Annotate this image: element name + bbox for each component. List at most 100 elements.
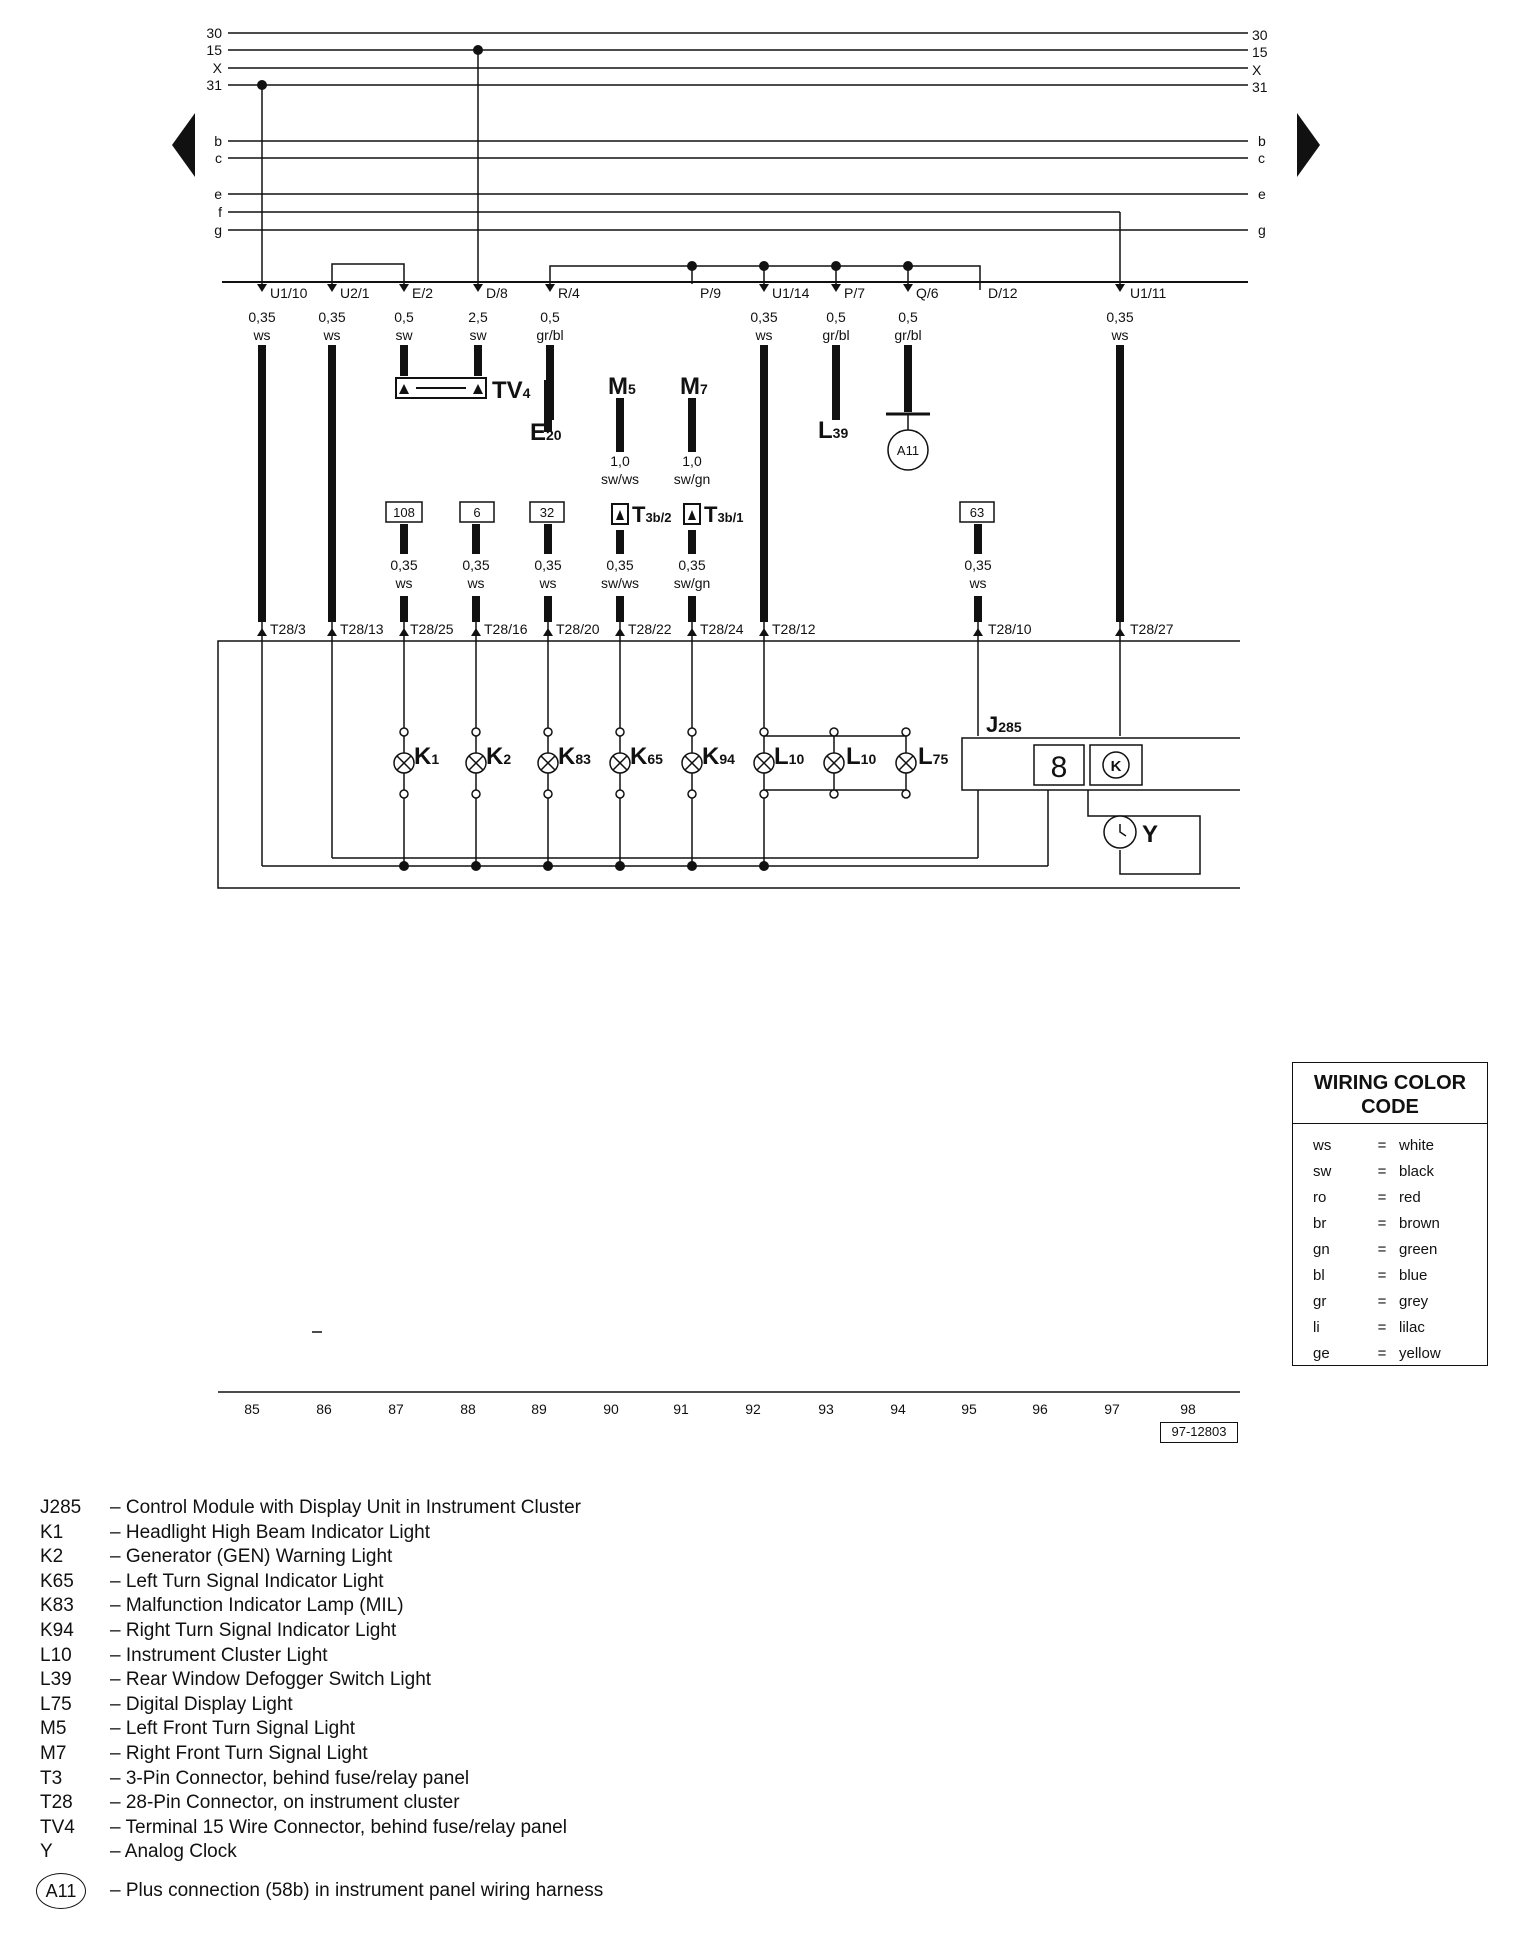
legend-row: T3– 3-Pin Connector, behind fuse/relay p…: [40, 1767, 603, 1792]
scale-number: 95: [961, 1401, 977, 1417]
wire-color: ws: [754, 327, 772, 343]
bus-labels-right: 30 15 X 31 b c e g: [1252, 27, 1268, 238]
legend-row: J285– Control Module with Display Unit i…: [40, 1496, 603, 1521]
scale-number: 89: [531, 1401, 547, 1417]
pin-arrow: [471, 628, 481, 636]
junction-dot: [687, 261, 697, 271]
m7-wire-color: sw/gn: [674, 471, 711, 487]
scale-number: 90: [603, 1401, 619, 1417]
legend-description: – Left Front Turn Signal Light: [110, 1718, 356, 1740]
legend-code: K65: [40, 1570, 74, 1592]
color-code-code: li: [1313, 1318, 1320, 1336]
lamp-terminal: [829, 727, 839, 737]
legend-code: K1: [40, 1521, 64, 1543]
wire-size: 0,35: [318, 309, 345, 325]
color-code-row: gr=grey: [1293, 1288, 1487, 1314]
component-legend: J285– Control Module with Display Unit i…: [36, 1496, 604, 1909]
figure-reference-number: 97-12803: [1160, 1422, 1238, 1443]
pin-t28-3: T28/3: [270, 621, 306, 637]
color-code-name: white: [1399, 1136, 1435, 1154]
color-code-row: sw=black: [1293, 1158, 1487, 1184]
wire-color: ws: [322, 327, 340, 343]
lamp-labels: K1 K2 K83 K65 K94 L10 L10 L75 J285 8 K Y: [414, 712, 1158, 848]
legend-code: M7: [40, 1742, 67, 1764]
bus-label-15-right: 15: [1252, 44, 1268, 60]
scale-labels: 85 86 87 88 89 90 91 92 93 94 95 96 97 9…: [244, 1401, 1196, 1417]
color-code-eq: =: [1377, 1214, 1387, 1232]
color-code-code: gr: [1313, 1292, 1327, 1310]
legend-code: K83: [40, 1595, 74, 1617]
m7-label: M7: [680, 373, 708, 400]
clock-y-label: Y: [1142, 821, 1158, 848]
legend-code: T3: [40, 1767, 63, 1789]
bus-label-x: X: [213, 60, 223, 76]
legend-description: – Plus connection (58b) in instrument pa…: [110, 1879, 604, 1901]
color-code-code: br: [1313, 1214, 1327, 1232]
bus-label-30: 30: [206, 25, 222, 41]
color-code-eq: =: [1377, 1266, 1387, 1284]
wire-size: 0,35: [534, 557, 561, 573]
bus-label-15: 15: [206, 42, 222, 58]
ground-ref-6: 6: [473, 505, 480, 520]
legend-description: – Headlight High Beam Indicator Light: [110, 1521, 431, 1543]
scale-number: 98: [1180, 1401, 1196, 1417]
bus-label-31-right: 31: [1252, 79, 1268, 95]
bus-label-g-right: g: [1258, 222, 1266, 238]
wire-color: gr/bl: [822, 327, 849, 343]
ground-ref-108: 108: [393, 505, 415, 520]
lamp-l10-label: L10: [774, 743, 804, 770]
color-code-row: ge=yellow: [1293, 1340, 1487, 1366]
color-code-name: lilac: [1399, 1318, 1425, 1336]
color-code-name: black: [1399, 1162, 1435, 1180]
scale-number: 91: [673, 1401, 689, 1417]
scale-number: 97: [1104, 1401, 1120, 1417]
lamp-icon-cross: [540, 755, 556, 771]
junction-dot: [687, 861, 697, 871]
legend-row: K2– Generator (GEN) Warning Light: [40, 1545, 603, 1570]
legend-code: K2: [40, 1546, 64, 1568]
scale-number: 88: [460, 1401, 476, 1417]
lamp-icon-cross: [826, 755, 842, 771]
legend-code: T28: [40, 1792, 73, 1814]
legend-code: K94: [40, 1619, 74, 1641]
clock-icon: [1119, 824, 1127, 837]
wire-color: sw: [469, 327, 487, 343]
legend-row: K1 – Headlight High Beam Indicator Light: [40, 1521, 603, 1546]
legend-row: K94– Right Turn Signal Indicator Light: [40, 1619, 603, 1644]
color-code-name: grey: [1399, 1292, 1429, 1310]
legend-description: – Terminal 15 Wire Connector, behind fus…: [110, 1816, 567, 1838]
legend-row: K83 – Malfunction Indicator Lamp (MIL): [40, 1594, 603, 1619]
pin-arrow: [687, 628, 697, 636]
pin-t28-13: T28/13: [340, 621, 384, 637]
connector-arrow: [1115, 284, 1125, 292]
color-code-eq: =: [1377, 1188, 1387, 1206]
mid-wire-specs: 0,35 ws 0,35 ws 0,35 ws 0,35 sw/ws 0,35 …: [390, 557, 991, 591]
color-code-name: brown: [1399, 1214, 1440, 1232]
color-code-eq: =: [1377, 1318, 1387, 1336]
t3b1-label: T3b/1: [704, 502, 743, 527]
legend-description: – 28-Pin Connector, on instrument cluste…: [110, 1792, 460, 1814]
color-code-row: br = brown: [1293, 1210, 1487, 1236]
connector-arrow: [759, 284, 769, 292]
color-code-code: ws: [1313, 1136, 1332, 1154]
pin-t28-12: T28/12: [772, 621, 816, 637]
junction-dot: [471, 861, 481, 871]
legend-description: – Rear Window Defogger Switch Light: [110, 1669, 432, 1691]
lamp-k65-label: K65: [630, 743, 663, 770]
a11-label: A11: [897, 443, 919, 458]
ground-ref-32: 32: [540, 505, 554, 520]
legend-description: – Malfunction Indicator Lamp (MIL): [110, 1595, 404, 1617]
legend-row: K65– Left Turn Signal Indicator Light: [40, 1570, 603, 1595]
lamp-icon-cross: [756, 755, 772, 771]
pin-arrow: [1115, 628, 1125, 636]
connector-r-4: R/4: [558, 285, 580, 301]
color-code-eq: =: [1377, 1162, 1387, 1180]
m5-wire-color: sw/ws: [601, 471, 639, 487]
connector-q-6: Q/6: [916, 285, 939, 301]
legend-description: – Right Front Turn Signal Light: [110, 1742, 368, 1764]
scale-number: 93: [818, 1401, 834, 1417]
t3-pin-icon: [688, 510, 696, 520]
pin-t28-10: T28/10: [988, 621, 1032, 637]
